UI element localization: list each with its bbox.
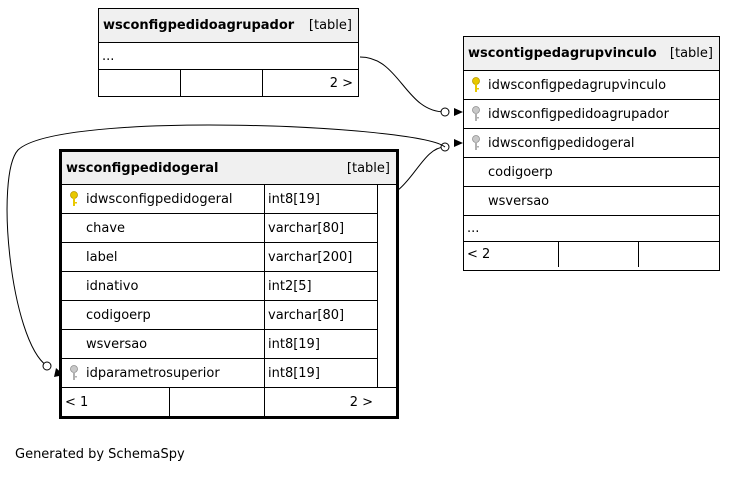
table-wscontigpedagrupvinculo[interactable]: wscontigpedagrupvinculo [table] idwsconf…	[463, 36, 720, 271]
foreign-key-icon	[464, 135, 488, 151]
column-type: varchar[80]	[264, 214, 377, 242]
column-row[interactable]: idwsconfigpedidoagrupador	[464, 100, 719, 129]
table-header: wsconfigpedidoagrupador [table]	[99, 9, 358, 43]
primary-key-icon	[464, 77, 488, 93]
table-header: wsconfigpedidogeral [table]	[62, 152, 396, 185]
foreign-key-icon	[464, 106, 488, 122]
foreign-key-icon	[62, 365, 86, 381]
column-name: wsversao	[488, 193, 550, 209]
footer-children-count[interactable]: 2 >	[349, 395, 373, 410]
column-name: codigoerp	[488, 164, 553, 180]
relation-self-geral	[6, 124, 446, 367]
table-name: wsconfigpedidoagrupador	[103, 18, 295, 33]
column-row[interactable]: idwsconfigpedidogeral	[464, 129, 719, 158]
column-type: int8[19]	[264, 185, 377, 213]
table-footer: 2 >	[99, 70, 358, 96]
table-name: wsconfigpedidogeral	[66, 160, 219, 176]
table-wsconfigpedidogeral[interactable]: wsconfigpedidogeral [table] idwsconfigpe…	[59, 149, 399, 419]
column-type: int8[19]	[264, 359, 377, 387]
column-name: idnativo	[86, 278, 139, 294]
column-row[interactable]: idwsconfigpedidogeral int8[19]	[62, 185, 377, 214]
column-row[interactable]: codigoerp varchar[80]	[62, 301, 377, 330]
table-header: wscontigpedagrupvinculo [table]	[464, 37, 719, 71]
footer-children-count[interactable]: 2 >	[329, 75, 353, 91]
relation-arrow	[454, 108, 463, 116]
ellipsis-row: ...	[99, 43, 358, 70]
relation-arrow	[454, 139, 463, 147]
table-type: [table]	[308, 18, 352, 33]
column-type: int2[5]	[264, 272, 377, 300]
column-name: label	[86, 249, 118, 265]
generated-by-label: Generated by SchemaSpy	[15, 447, 185, 462]
table-footer: < 1 2 >	[62, 387, 396, 417]
footer-cell	[559, 242, 639, 267]
table-footer: < 2	[464, 242, 719, 267]
relation-end-circle	[42, 361, 52, 371]
table-type: [table]	[346, 160, 390, 176]
table-type: [table]	[669, 46, 713, 61]
column-name: idwsconfigpedidoagrupador	[488, 106, 669, 122]
column-row[interactable]: idnativo int2[5]	[62, 272, 377, 301]
columns-block: idwsconfigpedidogeral int8[19] chave var…	[62, 185, 378, 388]
column-type: varchar[80]	[264, 301, 377, 329]
table-wsconfigpedidoagrupador[interactable]: wsconfigpedidoagrupador [table] ... 2 >	[98, 8, 359, 97]
column-type: varchar[200]	[264, 243, 377, 271]
column-row[interactable]: wsversao	[464, 187, 719, 216]
relation-agrupador-vinculo	[359, 56, 446, 113]
table-name: wscontigpedagrupvinculo	[468, 46, 657, 61]
ellipsis: ...	[102, 48, 115, 64]
column-name: idwsconfigpedidogeral	[86, 191, 233, 207]
footer-cell	[181, 70, 263, 96]
column-row[interactable]: chave varchar[80]	[62, 214, 377, 243]
primary-key-icon	[62, 191, 86, 207]
ellipsis-row: ...	[464, 216, 719, 242]
footer-parents-count[interactable]: < 1	[62, 388, 170, 417]
footer-cell	[99, 70, 181, 96]
column-row[interactable]: wsversao int8[19]	[62, 330, 377, 359]
column-name: idwsconfigpedagrupvinculo	[488, 77, 667, 93]
ellipsis: ...	[467, 221, 480, 236]
footer-parents-count[interactable]: < 2	[464, 242, 559, 267]
column-row[interactable]: label varchar[200]	[62, 243, 377, 272]
column-row[interactable]: idparametrosuperior int8[19]	[62, 359, 377, 388]
column-name: codigoerp	[86, 307, 151, 323]
footer-cell	[639, 242, 719, 267]
column-type: int8[19]	[264, 330, 377, 358]
relation-end-circle	[440, 107, 450, 117]
column-row[interactable]: idwsconfigpedagrupvinculo	[464, 71, 719, 100]
column-name: idwsconfigpedidogeral	[488, 135, 635, 151]
column-name: idparametrosuperior	[86, 365, 220, 381]
column-row[interactable]: codigoerp	[464, 158, 719, 187]
column-name: wsversao	[86, 336, 148, 352]
column-name: chave	[86, 220, 126, 236]
footer-cell	[170, 388, 265, 417]
